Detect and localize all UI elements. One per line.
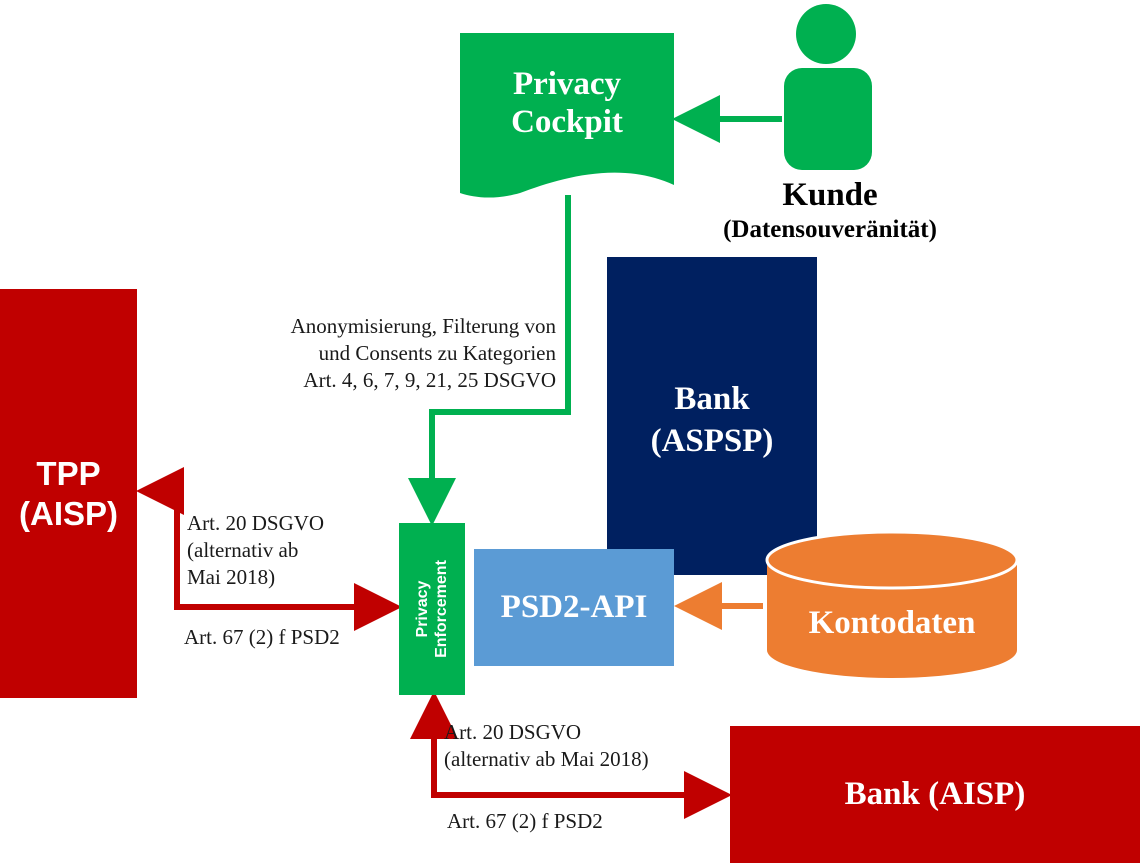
bank-aisp-edge-line2: (alternativ ab Mai 2018) (444, 747, 649, 771)
bank-aisp-label: Bank (AISP) (844, 776, 1026, 812)
cockpit-edge-line2: und Consents zu Kategorien (318, 341, 556, 365)
privacy-cockpit-line2: Cockpit (511, 104, 623, 140)
bank-aspsp-label: Bank (ASPSP) (607, 370, 817, 470)
tpp-edge-psd2-label: Art. 67 (2) f PSD2 (184, 624, 394, 651)
bank-aspsp-box (607, 257, 817, 575)
bank-aisp-box: Bank (AISP) (730, 726, 1140, 863)
customer-subtitle: (Datensouveränität) (723, 216, 937, 243)
tpp-line2: (AISP) (19, 494, 118, 532)
arrow-enforcement-bank-aisp (410, 691, 732, 819)
cockpit-edge-line1: Anonymisierung, Filterung von (290, 314, 556, 338)
bank-aisp-edge-line3: Art. 67 (2) f PSD2 (447, 809, 603, 833)
tpp-edge-line1: Art. 20 DSGVO (187, 511, 325, 535)
privacy-enforcement-line2: Enforcement (433, 560, 451, 658)
privacy-enforcement-box: Privacy Enforcement (399, 523, 465, 695)
cockpit-edge-line3: Art. 4, 6, 7, 9, 21, 25 DSGVO (303, 368, 556, 392)
customer-name: Kunde (782, 177, 878, 213)
tpp-edge-label: Art. 20 DSGVO (alternativ ab Mai 2018) (187, 510, 387, 591)
tpp-edge-line2: (alternativ ab (187, 538, 299, 562)
customer-label: Kunde (Datensouveränität) (690, 176, 970, 246)
kontodaten-text: Kontodaten (808, 604, 976, 641)
cockpit-edge-label: Anonymisierung, Filterung von und Consen… (180, 313, 556, 394)
arrow-tpp-enforcement (136, 467, 402, 631)
bank-aisp-edge-psd2-label: Art. 67 (2) f PSD2 (447, 808, 667, 835)
kontodaten-cylinder (765, 530, 1019, 678)
tpp-line1: TPP (36, 454, 101, 492)
privacy-cockpit-line1: Privacy (512, 66, 622, 102)
privacy-cockpit-label: Privacy Cockpit (460, 58, 674, 148)
kontodaten-label: Kontodaten (767, 598, 1017, 648)
privacy-cockpit-shape (460, 33, 674, 198)
privacy-enforcement-line1: Privacy (414, 580, 432, 638)
privacy-enforcement-label: Privacy Enforcement (413, 560, 451, 658)
psd2-api-box: PSD2-API (474, 549, 674, 666)
tpp-edge-line4: Art. 67 (2) f PSD2 (184, 625, 340, 649)
tpp-aisp-box: TPP (AISP) (0, 289, 137, 698)
tpp-edge-line3: Mai 2018) (187, 565, 276, 589)
person-icon (784, 4, 872, 170)
psd2-api-label: PSD2-API (500, 589, 648, 625)
bank-aspsp-line2: (ASPSP) (650, 423, 774, 459)
arrow-cockpit-to-enforcement (408, 195, 571, 526)
bank-aspsp-line1: Bank (674, 381, 750, 417)
bank-aisp-edge-line1: Art. 20 DSGVO (444, 720, 582, 744)
bank-aisp-edge-label: Art. 20 DSGVO (alternativ ab Mai 2018) (444, 719, 724, 773)
